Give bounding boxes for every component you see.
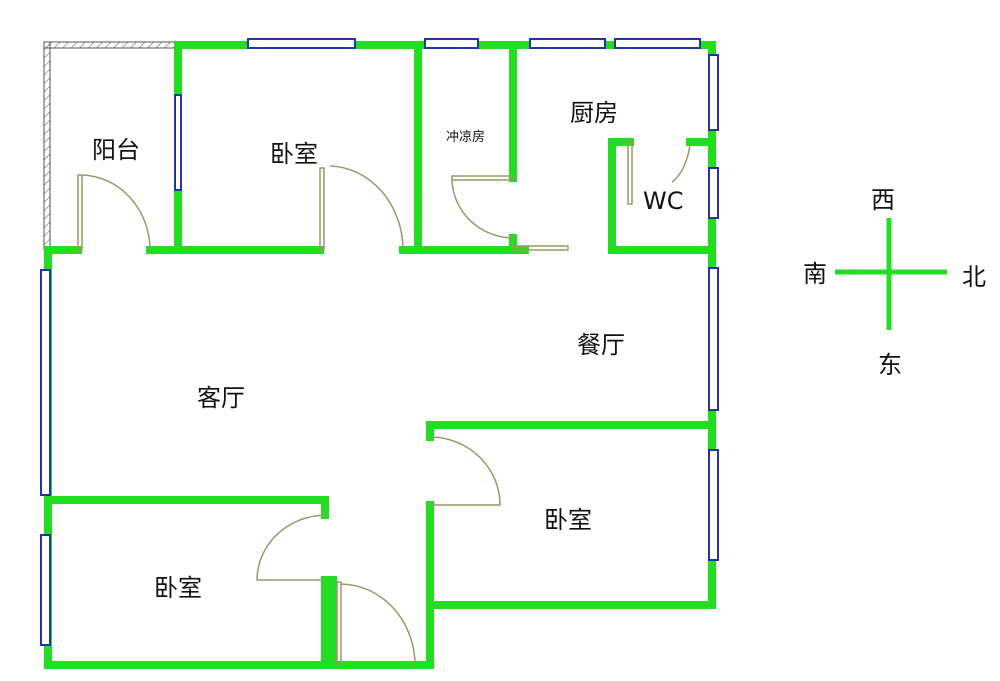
label-bedroom-south: 卧室 [154, 574, 202, 602]
compass-north: 北 [962, 263, 986, 291]
label-dining: 餐厅 [577, 331, 625, 359]
label-shower: 冲凉房 [446, 129, 485, 145]
doors [77, 141, 691, 666]
label-bedroom-east: 卧室 [544, 506, 592, 534]
compass-east: 东 [878, 351, 902, 379]
label-wc: WC [643, 187, 684, 215]
room-labels: 阳台 卧室 冲凉房 厨房 WC 餐厅 客厅 卧室 卧室 [92, 99, 684, 602]
compass-south: 南 [803, 260, 827, 288]
compass: 西 南 北 东 [803, 186, 986, 379]
compass-west: 西 [871, 186, 895, 214]
label-living: 客厅 [197, 384, 245, 412]
windows [40, 38, 719, 646]
label-kitchen: 厨房 [570, 99, 618, 127]
label-bedroom-north: 卧室 [270, 140, 318, 168]
label-balcony: 阳台 [92, 136, 140, 164]
